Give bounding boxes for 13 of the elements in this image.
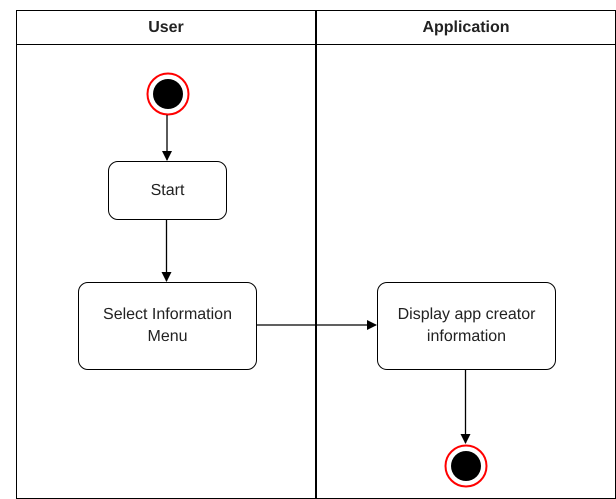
arrow	[162, 219, 172, 282]
arrow	[256, 320, 377, 330]
lane-header: User	[17, 11, 315, 45]
activity-box: Start	[108, 161, 227, 220]
arrow	[460, 369, 470, 444]
initial-node	[146, 72, 190, 116]
swimlane	[316, 10, 616, 499]
lane-header: Application	[317, 11, 615, 45]
arrow	[162, 115, 172, 161]
swimlane	[16, 10, 316, 499]
final-node	[444, 444, 488, 488]
activity-box: Display app creator information	[377, 282, 556, 370]
activity-box: Select Information Menu	[78, 282, 257, 370]
